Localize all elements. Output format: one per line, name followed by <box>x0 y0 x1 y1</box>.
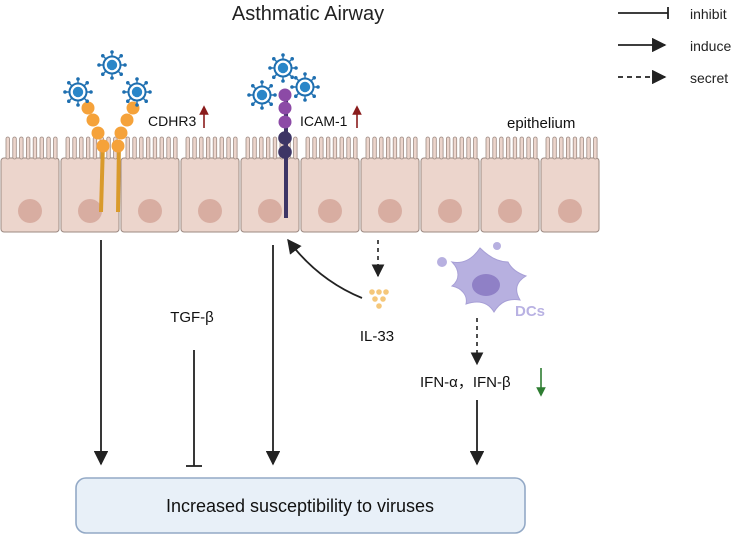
dendritic-cell-icon <box>437 242 528 313</box>
icam1-label: ICAM-1 <box>300 113 348 129</box>
outcome-box <box>75 477 526 534</box>
il33-label: IL-33 <box>360 328 394 345</box>
dcs-label: DCs <box>515 303 545 320</box>
epithelium-label: epithelium <box>507 115 575 132</box>
virus-icon <box>246 79 278 111</box>
legend-secret-label: secret <box>690 70 728 86</box>
epithelial-cell <box>480 136 540 233</box>
epithelial-cell <box>0 136 60 233</box>
epithelial-cell <box>360 136 420 233</box>
epithelial-cell <box>300 136 360 233</box>
tgf-beta-label: TGF-β <box>170 309 214 326</box>
epithelial-cell <box>180 136 240 233</box>
il33-particles-icon <box>369 289 389 309</box>
legend: inhibit induce secret <box>618 6 731 86</box>
legend-inhibit-label: inhibit <box>690 6 727 22</box>
cdhr3-label: CDHR3 <box>148 113 196 129</box>
outcome-label: Increased susceptibility to viruses <box>166 496 434 516</box>
epithelium-layer <box>0 136 600 233</box>
epithelial-cell <box>420 136 480 233</box>
cdhr3-receptor <box>62 49 153 213</box>
virus-icon <box>267 52 299 84</box>
icam1-receptor <box>246 52 321 218</box>
epithelial-cell <box>120 136 180 233</box>
il33-induce-icam1-arrow <box>287 238 363 299</box>
virus-icon <box>121 76 153 108</box>
legend-induce-label: induce <box>690 38 731 54</box>
diagram-title: Asthmatic Airway <box>232 3 384 25</box>
ifn-label: IFN-α，IFN-β <box>420 374 511 391</box>
epithelial-cell <box>540 136 600 233</box>
virus-icon <box>62 76 94 108</box>
epithelial-cell <box>60 136 120 233</box>
virus-icon <box>289 71 321 103</box>
virus-icon <box>96 49 128 81</box>
